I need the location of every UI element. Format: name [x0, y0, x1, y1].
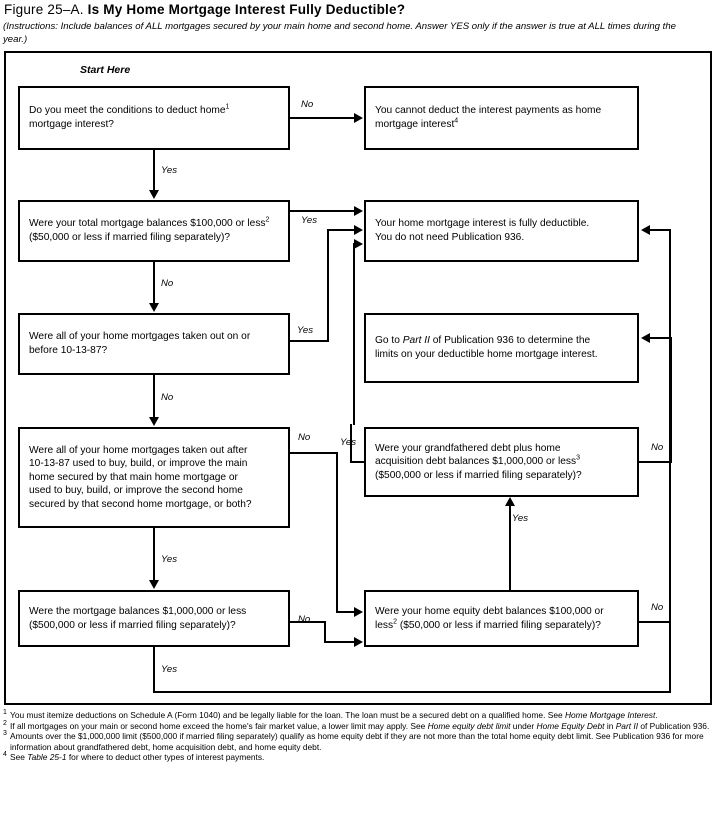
node-q7-home-equity-debt[interactable]: Were your home equity debt balances $100… — [364, 590, 639, 647]
edge-label-q5-yes-up: Yes — [512, 513, 529, 524]
edge-q5-no-line-h2 — [650, 337, 672, 339]
edge-q6-yes-line-h — [153, 691, 671, 693]
edge-q1-yes-arrow — [148, 190, 159, 199]
figure-title: Figure 25–A. Is My Home Mortgage Interes… — [4, 2, 405, 17]
edge-q6-yes-line-v1 — [153, 647, 155, 693]
edge-q6-no-line-h2 — [324, 641, 356, 643]
edge-q3-no-line — [153, 375, 155, 419]
node-q1-text: Do you meet the conditions to deduct hom… — [29, 104, 230, 130]
edge-q3-yes-line-h2 — [327, 229, 356, 231]
node-fully-deductible[interactable]: Your home mortgage interest is fully ded… — [364, 200, 639, 262]
edge-q4-yes-down-arrow — [148, 580, 159, 589]
edge-q4-no-line-h2 — [336, 611, 358, 613]
edge-q4-no-arrow — [354, 607, 363, 617]
node-q5-grandfathered-debt[interactable]: Were your grandfathered debt plus home a… — [364, 427, 639, 497]
edge-q6-no-arrow — [354, 637, 363, 647]
node-q3-before-1987[interactable]: Were all of your home mortgages taken ou… — [18, 313, 290, 375]
node-go-to-part-ii[interactable]: Go to Part II of Publication 936 to dete… — [364, 313, 639, 383]
edge-q2-no-line — [153, 262, 155, 305]
edge-q4-yes-trunk-arrow — [354, 239, 363, 249]
figure-instructions: (Instructions: Include balances of ALL m… — [3, 21, 676, 45]
node-q4-text: Were all of your home mortgages taken ou… — [29, 444, 252, 510]
edge-label-q1-no: No — [301, 99, 314, 110]
edge-label-q1-yes: Yes — [161, 165, 178, 176]
edge-label-q2-no: No — [161, 278, 174, 289]
node-q4-after-1987[interactable]: Were all of your home mortgages taken ou… — [18, 427, 290, 528]
edge-label-q5-no: No — [651, 442, 664, 453]
figure-number: Figure 25–A. — [4, 2, 84, 17]
node-q7-text: Were your home equity debt balances $100… — [375, 605, 604, 631]
node-q6-mortgage-balances[interactable]: Were the mortgage balances $1,000,000 or… — [18, 590, 290, 647]
edge-label-q3-yes: Yes — [297, 325, 314, 336]
edge-label-q2-yes: Yes — [301, 215, 318, 226]
node-q2-text: Were your total mortgage balances $100,0… — [29, 217, 270, 243]
node-go-to-part-ii-text: Go to Part II of Publication 936 to dete… — [375, 335, 598, 360]
node-cannot-deduct[interactable]: You cannot deduct the interest payments … — [364, 86, 639, 150]
edge-q4-yes-line — [350, 461, 364, 463]
node-q6-text: Were the mortgage balances $1,000,000 or… — [29, 605, 247, 631]
node-fully-deductible-text: Your home mortgage interest is fully ded… — [375, 218, 590, 243]
edge-q3-yes-line-h1 — [290, 340, 329, 342]
edge-q6-yes-arrow — [641, 225, 650, 235]
edge-q6-no-line-h1 — [290, 621, 326, 623]
edge-q4-yes-trunk — [353, 243, 355, 425]
edge-q5-no-line-v — [670, 337, 672, 463]
node-cannot-deduct-text: You cannot deduct the interest payments … — [375, 105, 602, 130]
edge-q5-yes-line — [509, 505, 511, 590]
edge-q1-yes-line — [153, 150, 155, 192]
footnote-4-text: See Table 25-1 for where to deduct other… — [10, 752, 265, 763]
footnote-2-text: If all mortgages on your main or second … — [10, 720, 710, 731]
edge-label-q3-no: No — [161, 392, 174, 403]
edge-q5-yes-arrow — [504, 497, 515, 506]
edge-q6-yes-line-h2 — [650, 229, 671, 231]
edge-q4-no-line-h1 — [290, 452, 338, 454]
edge-q1-no-line — [290, 117, 356, 119]
edge-q4-no-line-v — [336, 452, 338, 613]
footnote-1-text: You must itemize deductions on Schedule … — [10, 710, 658, 720]
edge-q6-no-line-v — [324, 621, 326, 643]
edge-q2-yes-line — [290, 210, 356, 212]
edge-q7-no-line — [639, 621, 671, 623]
node-q2-total-balances[interactable]: Were your total mortgage balances $100,0… — [18, 200, 290, 262]
edge-label-q6-yes: Yes — [161, 664, 178, 675]
edge-q2-yes-arrow — [354, 206, 363, 216]
edge-label-q7-no: No — [651, 602, 664, 613]
edge-q3-no-arrow — [148, 417, 159, 426]
edge-q3-yes-line-v — [327, 229, 329, 342]
start-here-label: Start Here — [80, 64, 131, 76]
chart-border — [4, 51, 712, 705]
edge-q1-no-arrow — [354, 113, 363, 123]
edge-q5-no-arrow — [641, 333, 650, 343]
edge-label-q4-yes-down: Yes — [161, 554, 178, 565]
node-q5-text: Were your grandfathered debt plus home a… — [375, 442, 582, 481]
edge-q2-no-arrow — [148, 303, 159, 312]
edge-label-q4-yes-right: Yes — [340, 437, 357, 448]
edge-q4-yes-down-line — [153, 528, 155, 582]
edge-q6-yes-line-v2 — [669, 229, 671, 693]
edge-q3-yes-arrow — [354, 225, 363, 235]
edge-q4-yes-line-v — [350, 424, 352, 462]
footnote-3-text: Amounts over the $1,000,000 limit ($500,… — [10, 731, 704, 752]
edge-label-q6-no: No — [298, 614, 311, 625]
figure-title-text: Is My Home Mortgage Interest Fully Deduc… — [87, 2, 406, 17]
edge-q5-no-line-h1 — [639, 461, 672, 463]
edge-label-q4-no: No — [298, 432, 311, 443]
node-q1-conditions[interactable]: Do you meet the conditions to deduct hom… — [18, 86, 290, 150]
node-q3-text: Were all of your home mortgages taken ou… — [29, 331, 251, 356]
